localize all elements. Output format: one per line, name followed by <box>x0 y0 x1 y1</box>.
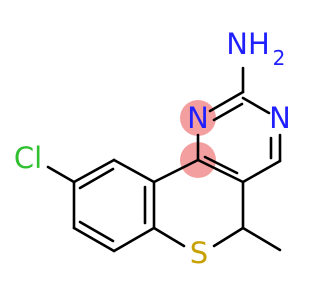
n1-highlight <box>180 100 216 136</box>
bond-c5-methyl <box>241 226 282 252</box>
amine-label: NH 2 <box>226 27 285 70</box>
chlorine-label: Cl <box>14 141 42 175</box>
sulfur-label: S <box>190 236 208 270</box>
bond-n1-c2 <box>208 90 245 113</box>
bond-c2-n3 <box>241 96 271 115</box>
bond-c5-s <box>212 226 245 248</box>
bond-c9-cl <box>46 165 76 184</box>
bond-c4-c4a <box>241 159 282 184</box>
bond-c6a-c7 <box>112 226 156 253</box>
amine-symbol: NH <box>226 27 270 61</box>
bond-c9-c10 <box>72 158 116 184</box>
bond-c4a-c9b-double <box>203 155 239 175</box>
bond-c4a-c9b <box>196 158 245 184</box>
bond-c7-c8-double <box>78 220 115 243</box>
n1-label: N <box>187 101 209 135</box>
amine-subscript: 2 <box>273 46 286 70</box>
bond-c7-c8 <box>72 226 116 253</box>
n3-label: N <box>269 101 291 135</box>
bond-s-c6a <box>152 226 186 248</box>
chemical-structure: NH 2 N N Cl S <box>14 27 291 270</box>
bond-c10-c9a <box>112 158 156 184</box>
bond-c9b-c9a <box>152 158 200 184</box>
bond-n1-c2-double <box>212 102 244 122</box>
bond-c9-c10-double <box>78 167 115 190</box>
